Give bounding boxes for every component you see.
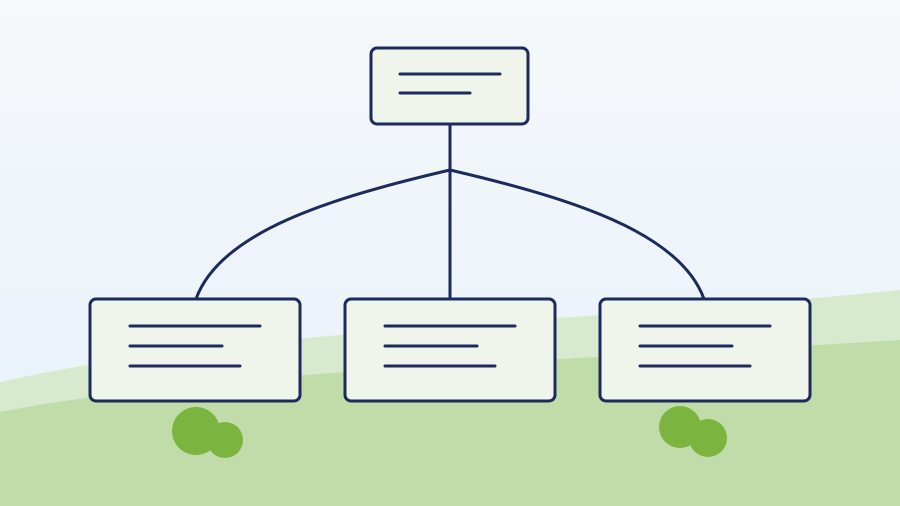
- connector-to-right-child: [448, 168, 706, 301]
- child-node-right: [598, 297, 812, 403]
- child-node-left: [88, 297, 302, 403]
- connector-lines: [194, 122, 706, 301]
- bush-icon: [659, 406, 727, 457]
- connector-to-left-child: [194, 168, 452, 301]
- child-node-center: [343, 297, 557, 403]
- bush-icon: [172, 407, 243, 458]
- root-node: [369, 46, 530, 126]
